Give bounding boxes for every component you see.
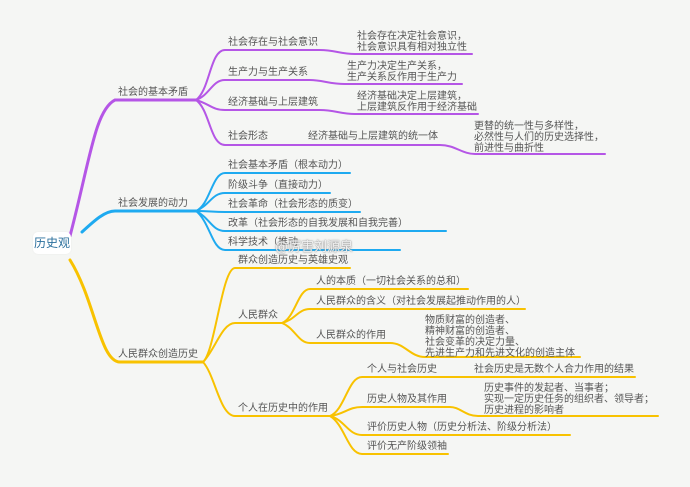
- branch-people-create-history-lines: [68, 258, 659, 455]
- node-masses-role[interactable]: 人民群众的作用: [316, 330, 386, 341]
- node-economic-base[interactable]: 经济基础与上层建筑: [228, 97, 318, 108]
- node-evaluate-leaders[interactable]: 评价无产阶级领袖: [367, 441, 447, 452]
- branch-social-contradiction-lines: [68, 49, 606, 238]
- detail-line: 历史事件的发起者、当事者；: [484, 383, 614, 394]
- node-social-formation[interactable]: 社会形态: [228, 131, 268, 142]
- detail-individual-society: 社会历史是无数个人合力作用的结果: [474, 364, 634, 375]
- node-masses-meaning[interactable]: 人民群众的含义（对社会发展起推动作用的人）: [316, 296, 526, 307]
- detail-existence-consciousness: 社会存在决定社会意识， 社会意识具有相对独立性: [357, 31, 467, 53]
- detail-line: 生产关系反作用于生产力: [347, 72, 457, 83]
- detail-line: 先进生产力和先进文化的创造主体: [425, 348, 575, 359]
- node-individual-role[interactable]: 个人在历史中的作用: [238, 403, 328, 414]
- detail-line: 生产力决定生产关系，: [347, 61, 447, 72]
- branch-driving-force[interactable]: 社会发展的动力: [118, 198, 188, 209]
- detail-productive-forces: 生产力决定生产关系， 生产关系反作用于生产力: [347, 61, 457, 83]
- detail-line: 社会存在决定社会意识，: [357, 31, 467, 42]
- detail-line: 历史进程的影响者: [484, 405, 564, 416]
- detail-line: 社会变革的决定力量、: [425, 337, 525, 348]
- detail-historical-figures: 历史事件的发起者、当事者； 实现一定历史任务的组织者、领导者； 历史进程的影响者: [484, 383, 654, 416]
- detail-line: 前进性与曲折性: [474, 143, 544, 154]
- node-human-essence[interactable]: 人的本质（一切社会关系的总和）: [316, 276, 466, 287]
- node-unity[interactable]: 经济基础与上层建筑的统一体: [308, 131, 438, 142]
- node-reform[interactable]: 改革（社会形态的自我发展和自我完善）: [228, 218, 408, 229]
- node-social-revolution[interactable]: 社会革命（社会形态的质变）: [228, 199, 358, 210]
- detail-line: 必然性与人们的历史选择性，: [474, 132, 604, 143]
- branch-people-create-history[interactable]: 人民群众创造历史: [118, 349, 198, 360]
- detail-economic-base: 经济基础决定上层建筑， 上层建筑反作用于经济基础: [357, 91, 477, 113]
- node-class-struggle[interactable]: 阶级斗争（直接动力）: [228, 180, 328, 191]
- detail-social-formation: 更替的统一性与多样性， 必然性与人们的历史选择性， 前进性与曲折性: [474, 121, 604, 154]
- node-existence-consciousness[interactable]: 社会存在与社会意识: [228, 37, 318, 48]
- node-historical-figures[interactable]: 历史人物及其作用: [367, 394, 447, 405]
- detail-line: 上层建筑反作用于经济基础: [357, 102, 477, 113]
- detail-line: 精神财富的创造者、: [425, 326, 515, 337]
- node-science-technology[interactable]: 科学技术（推动: [228, 237, 298, 248]
- branch-driving-force-lines: [80, 172, 447, 251]
- detail-line: 经济基础决定上层建筑，: [357, 91, 467, 102]
- node-evaluate-figures[interactable]: 评价历史人物（历史分析法、阶级分析法）: [367, 422, 557, 433]
- node-basic-contradiction[interactable]: 社会基本矛盾（根本动力）: [228, 160, 348, 171]
- detail-line: 物质财富的创造者、: [425, 315, 515, 326]
- node-masses[interactable]: 人民群众: [238, 310, 278, 321]
- detail-line: 实现一定历史任务的组织者、领导者；: [484, 394, 654, 405]
- detail-line: 更替的统一性与多样性，: [474, 121, 584, 132]
- node-masses-vs-heroes[interactable]: 群众创造历史与英雄史观: [238, 255, 348, 266]
- node-individual-society[interactable]: 个人与社会历史: [367, 364, 437, 375]
- node-productive-forces[interactable]: 生产力与生产关系: [228, 67, 308, 78]
- watermark: @厉害刘源泉: [275, 240, 354, 255]
- detail-masses-role: 物质财富的创造者、 精神财富的创造者、 社会变革的决定力量、 先进生产力和先进文…: [425, 315, 575, 359]
- branch-social-contradiction[interactable]: 社会的基本矛盾: [118, 87, 188, 98]
- root-node[interactable]: 历史观: [33, 232, 71, 254]
- detail-line: 社会意识具有相对独立性: [357, 42, 467, 53]
